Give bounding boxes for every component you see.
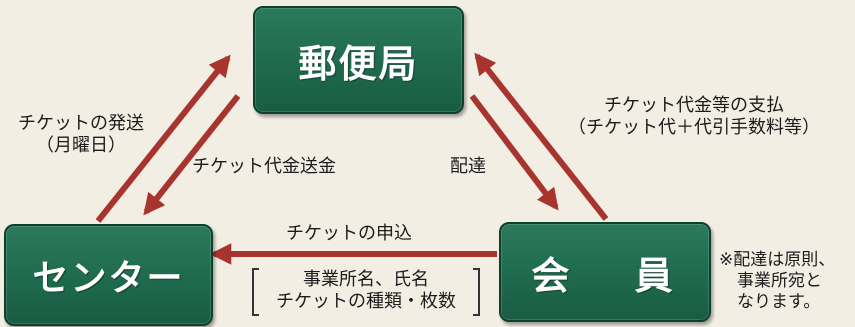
ticket-payment-line1: チケット代金等の支払 <box>604 95 784 116</box>
ticket-sending-line1: チケットの発送 <box>18 113 144 134</box>
arrow-center-to-post <box>95 54 231 223</box>
application-details-line2: チケットの種類・枚数 <box>276 291 456 312</box>
member-label: 会 員 <box>531 253 699 298</box>
delivery-label: 配達 <box>450 156 486 177</box>
application-details-text: 事業所名、氏名 チケットの種類・枚数 <box>258 269 474 313</box>
application-details-bracket: 事業所名、氏名 チケットの種類・枚数 <box>252 268 480 316</box>
arrow-member-to-post <box>474 52 609 221</box>
arrow-post-to-center <box>143 94 241 216</box>
delivery-note-line2: 事業所宛と <box>737 271 822 291</box>
center-node: センター <box>4 224 213 326</box>
member-node: 会 員 <box>499 222 711 322</box>
post-office-node: 郵便局 <box>253 6 464 114</box>
center-label: センター <box>32 258 185 299</box>
delivery-note-line3: なります。 <box>737 292 821 312</box>
ticket-payment-label: チケット代金等の支払 （チケット代＋代引手数料等） <box>544 95 844 139</box>
ticket-sending-label: チケットの発送 （月曜日） <box>6 113 156 157</box>
ticket-sending-line2: （月曜日） <box>36 135 126 156</box>
application-details-line1: 事業所名、氏名 <box>303 269 429 290</box>
post-office-label: 郵便局 <box>298 41 419 86</box>
delivery-note: ※配達は原則、 事業所宛と なります。 <box>719 250 835 313</box>
ticket-application-label: チケットの申込 <box>286 223 412 244</box>
ticket-remit-label: チケット代金送金 <box>192 156 336 177</box>
delivery-note-line1: ※配達は原則、 <box>719 250 836 270</box>
arrow-post-to-member <box>469 94 559 211</box>
ticket-payment-line2: （チケット代＋代引手数料等） <box>568 117 820 138</box>
